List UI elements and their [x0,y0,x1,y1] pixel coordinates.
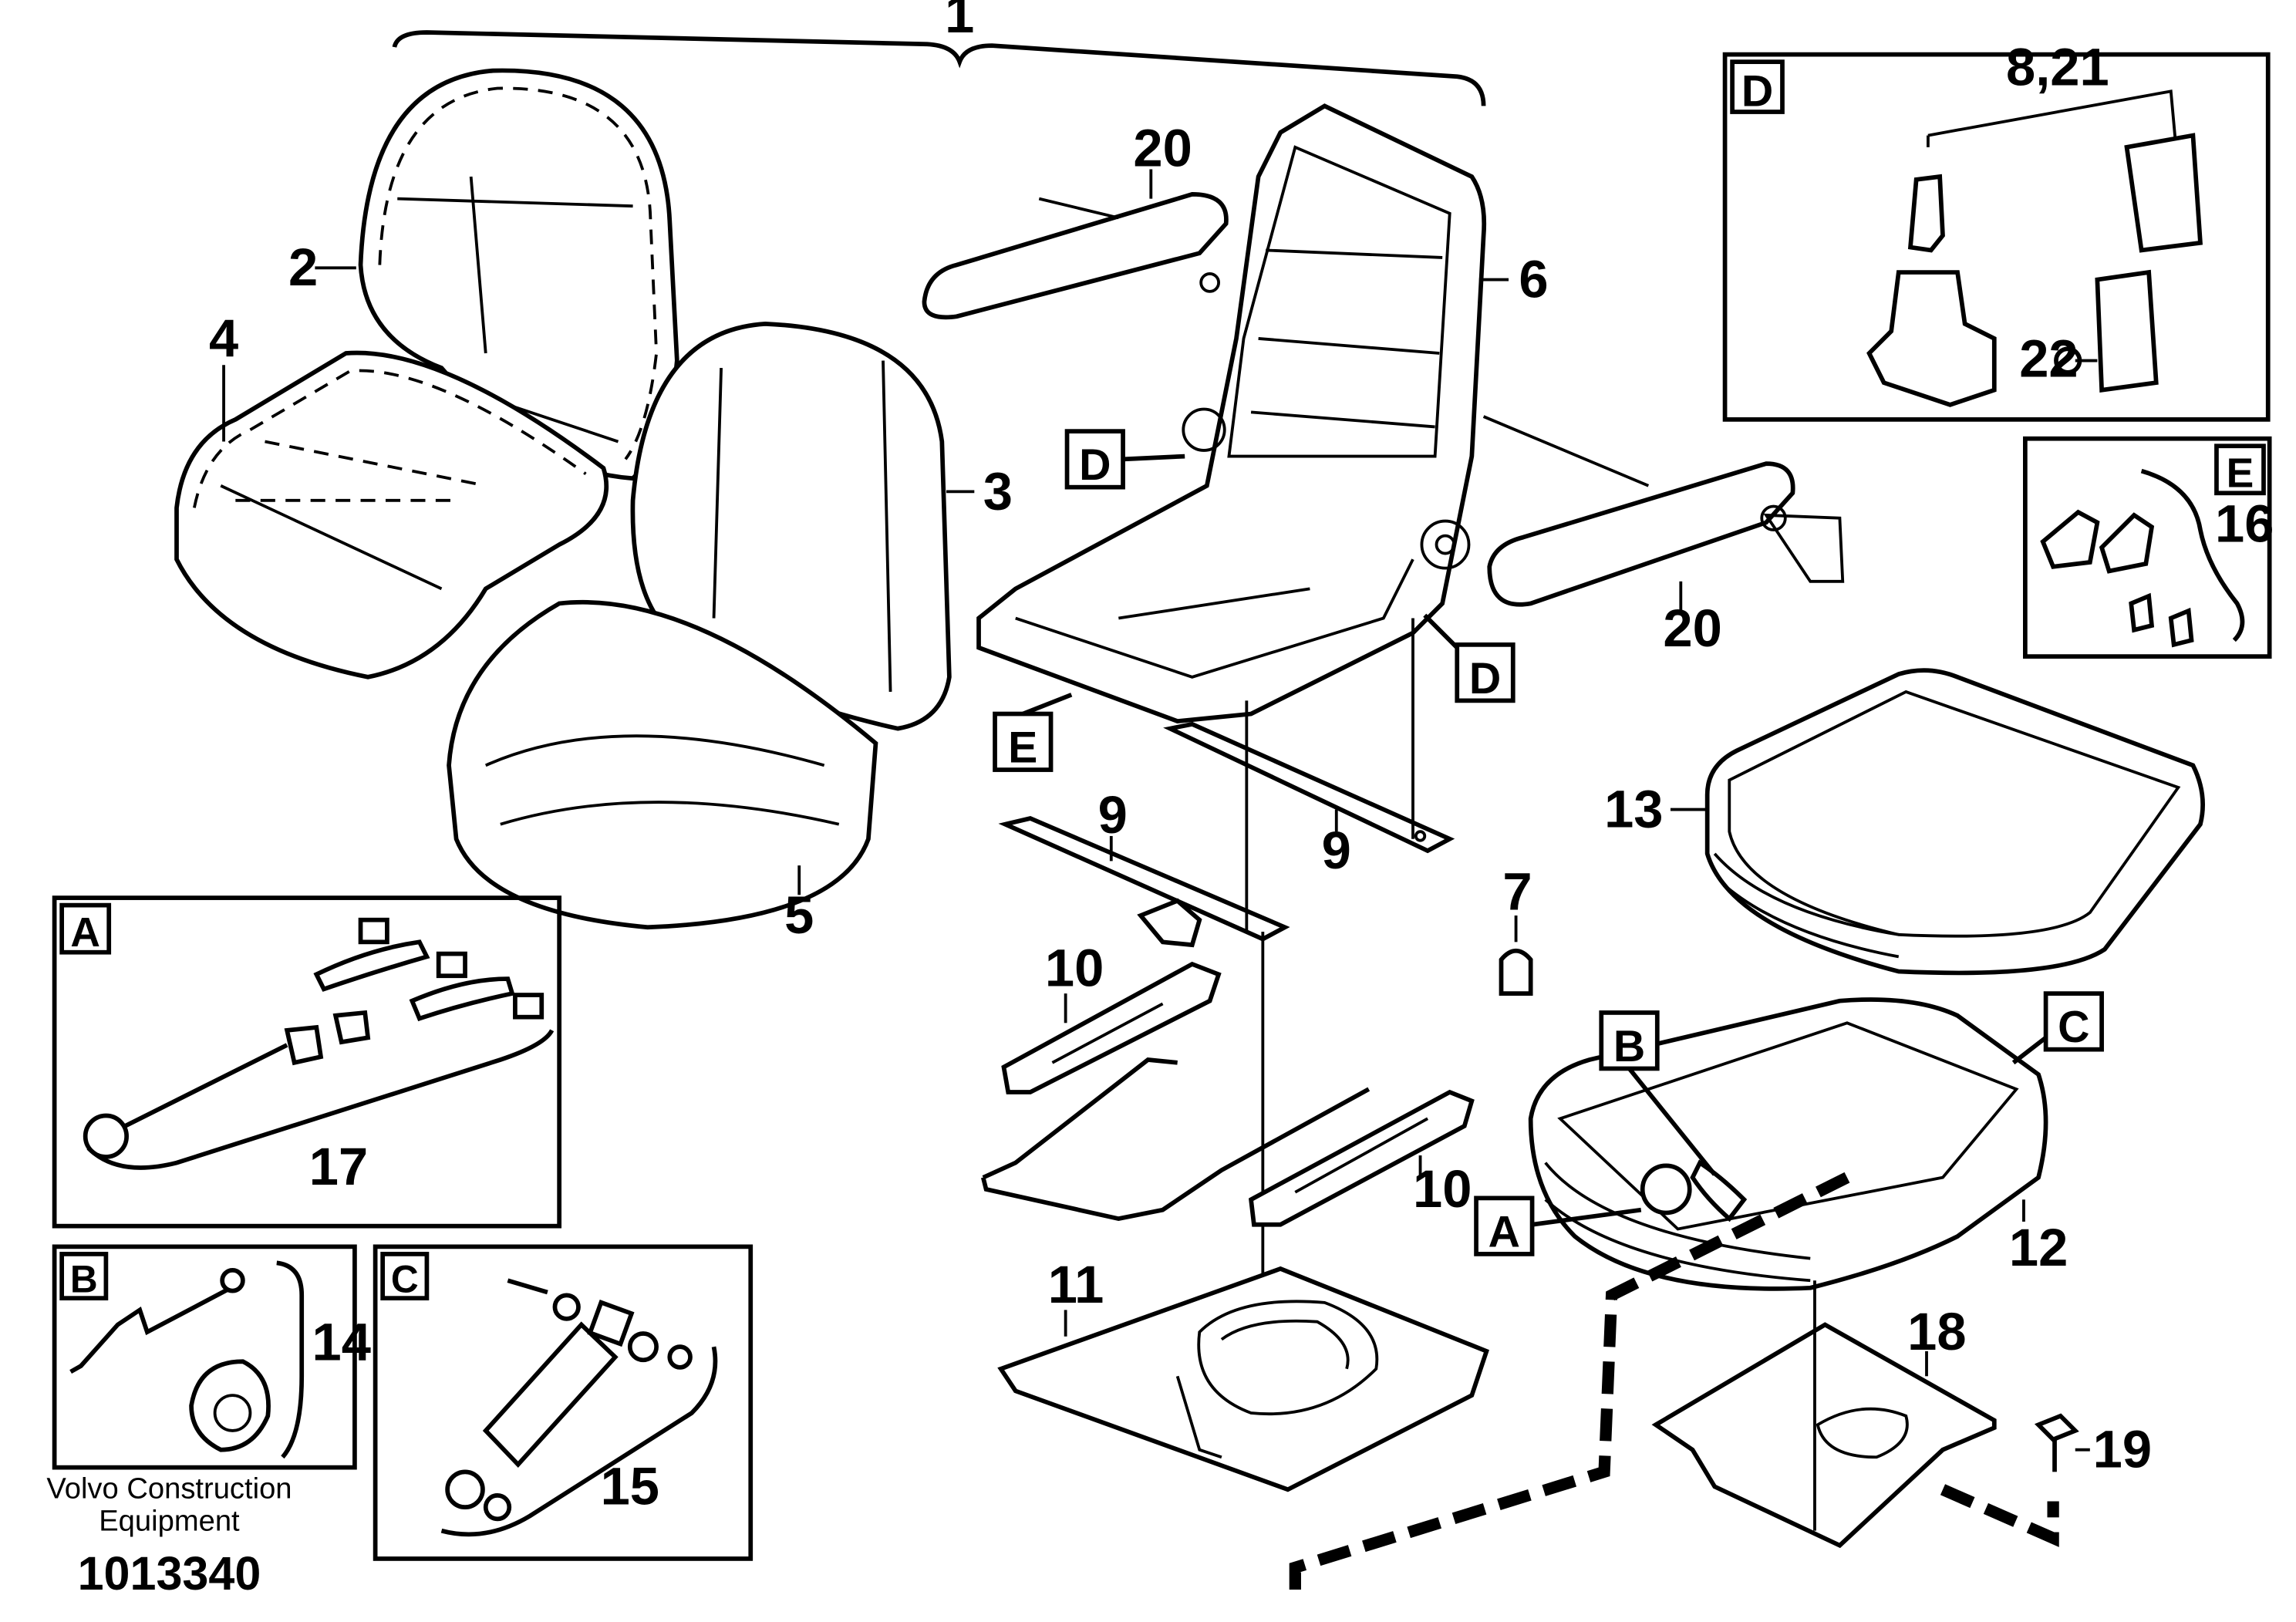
company-name-line1: Volvo Construction [46,1472,292,1506]
svg-text:D: D [1741,66,1773,116]
bolt [2034,1413,2079,1472]
svg-text:E: E [2227,451,2254,497]
armrest-right [1482,415,1845,607]
drawing-number: 1013340 [78,1547,261,1600]
seat-cover [174,350,609,679]
label-15: 15 [601,1456,659,1516]
dashed-connector [1289,1172,2059,1590]
svg-text:D: D [1469,654,1501,703]
svg-text:C: C [391,1258,419,1301]
assembly-brace: 1 [392,0,1486,106]
seat-cushion [447,599,878,930]
svg-text:D: D [1079,440,1111,490]
label-5: 5 [784,885,814,945]
svg-text:A: A [70,910,100,956]
bracket [1651,1322,1997,1549]
label-9-right: 9 [1322,821,1351,880]
label-12: 12 [2009,1218,2068,1277]
footer: Volvo Construction Equipment 1013340 [46,1472,292,1600]
label-16: 16 [2215,494,2274,553]
detail-box-a: A [52,895,562,1229]
base-plate [997,1266,1489,1492]
company-name-line2: Equipment [99,1505,240,1538]
svg-text:B: B [70,1258,98,1301]
label-14: 14 [312,1312,371,1371]
label-1: 1 [945,0,974,44]
label-11: 11 [1048,1255,1104,1314]
label-4: 4 [209,309,238,368]
svg-text:C: C [2058,1003,2089,1052]
svg-text:E: E [1008,723,1037,773]
callout-a[interactable]: A [1474,1195,1642,1256]
callout-d-right[interactable]: D [1423,613,1515,703]
bellows [1704,668,2205,976]
label-20-left: 20 [1133,119,1192,178]
rail-right [1163,721,1455,854]
label-19: 19 [2093,1420,2152,1479]
label-3: 3 [983,461,1013,521]
label-17: 17 [309,1137,368,1196]
suspension [1528,997,2048,1291]
label-8-21: 8,21 [2006,38,2109,97]
label-2: 2 [288,238,318,297]
label-13: 13 [1604,779,1663,838]
detail-box-b: B [52,1244,357,1470]
detail-box-d: D 8,21 [1722,38,2271,422]
label-22: 22 [2019,329,2078,389]
svg-text:A: A [1489,1207,1520,1256]
slide-left [980,961,1371,1222]
detail-box-e: E [2023,436,2272,659]
callout-c[interactable]: C [2011,991,2104,1065]
rail-left [998,816,1290,948]
callout-d-left[interactable]: D [1064,429,1185,490]
label-6: 6 [1519,249,1548,309]
slide-right [1249,1089,1475,1227]
armrest-left [922,192,1229,320]
svg-text:B: B [1613,1022,1645,1071]
label-9-left: 9 [1098,785,1128,845]
seat-frame [976,103,1487,724]
label-20-right: 20 [1663,599,1721,658]
label-7: 7 [1502,862,1532,921]
plug [1499,948,1533,996]
callout-b[interactable]: B [1599,1010,1717,1176]
label-10-left: 10 [1045,939,1104,998]
callout-e[interactable]: E [993,693,1073,773]
label-10-right: 10 [1413,1159,1472,1219]
detail-box-c: C [373,1244,754,1561]
label-18: 18 [1907,1302,1966,1361]
